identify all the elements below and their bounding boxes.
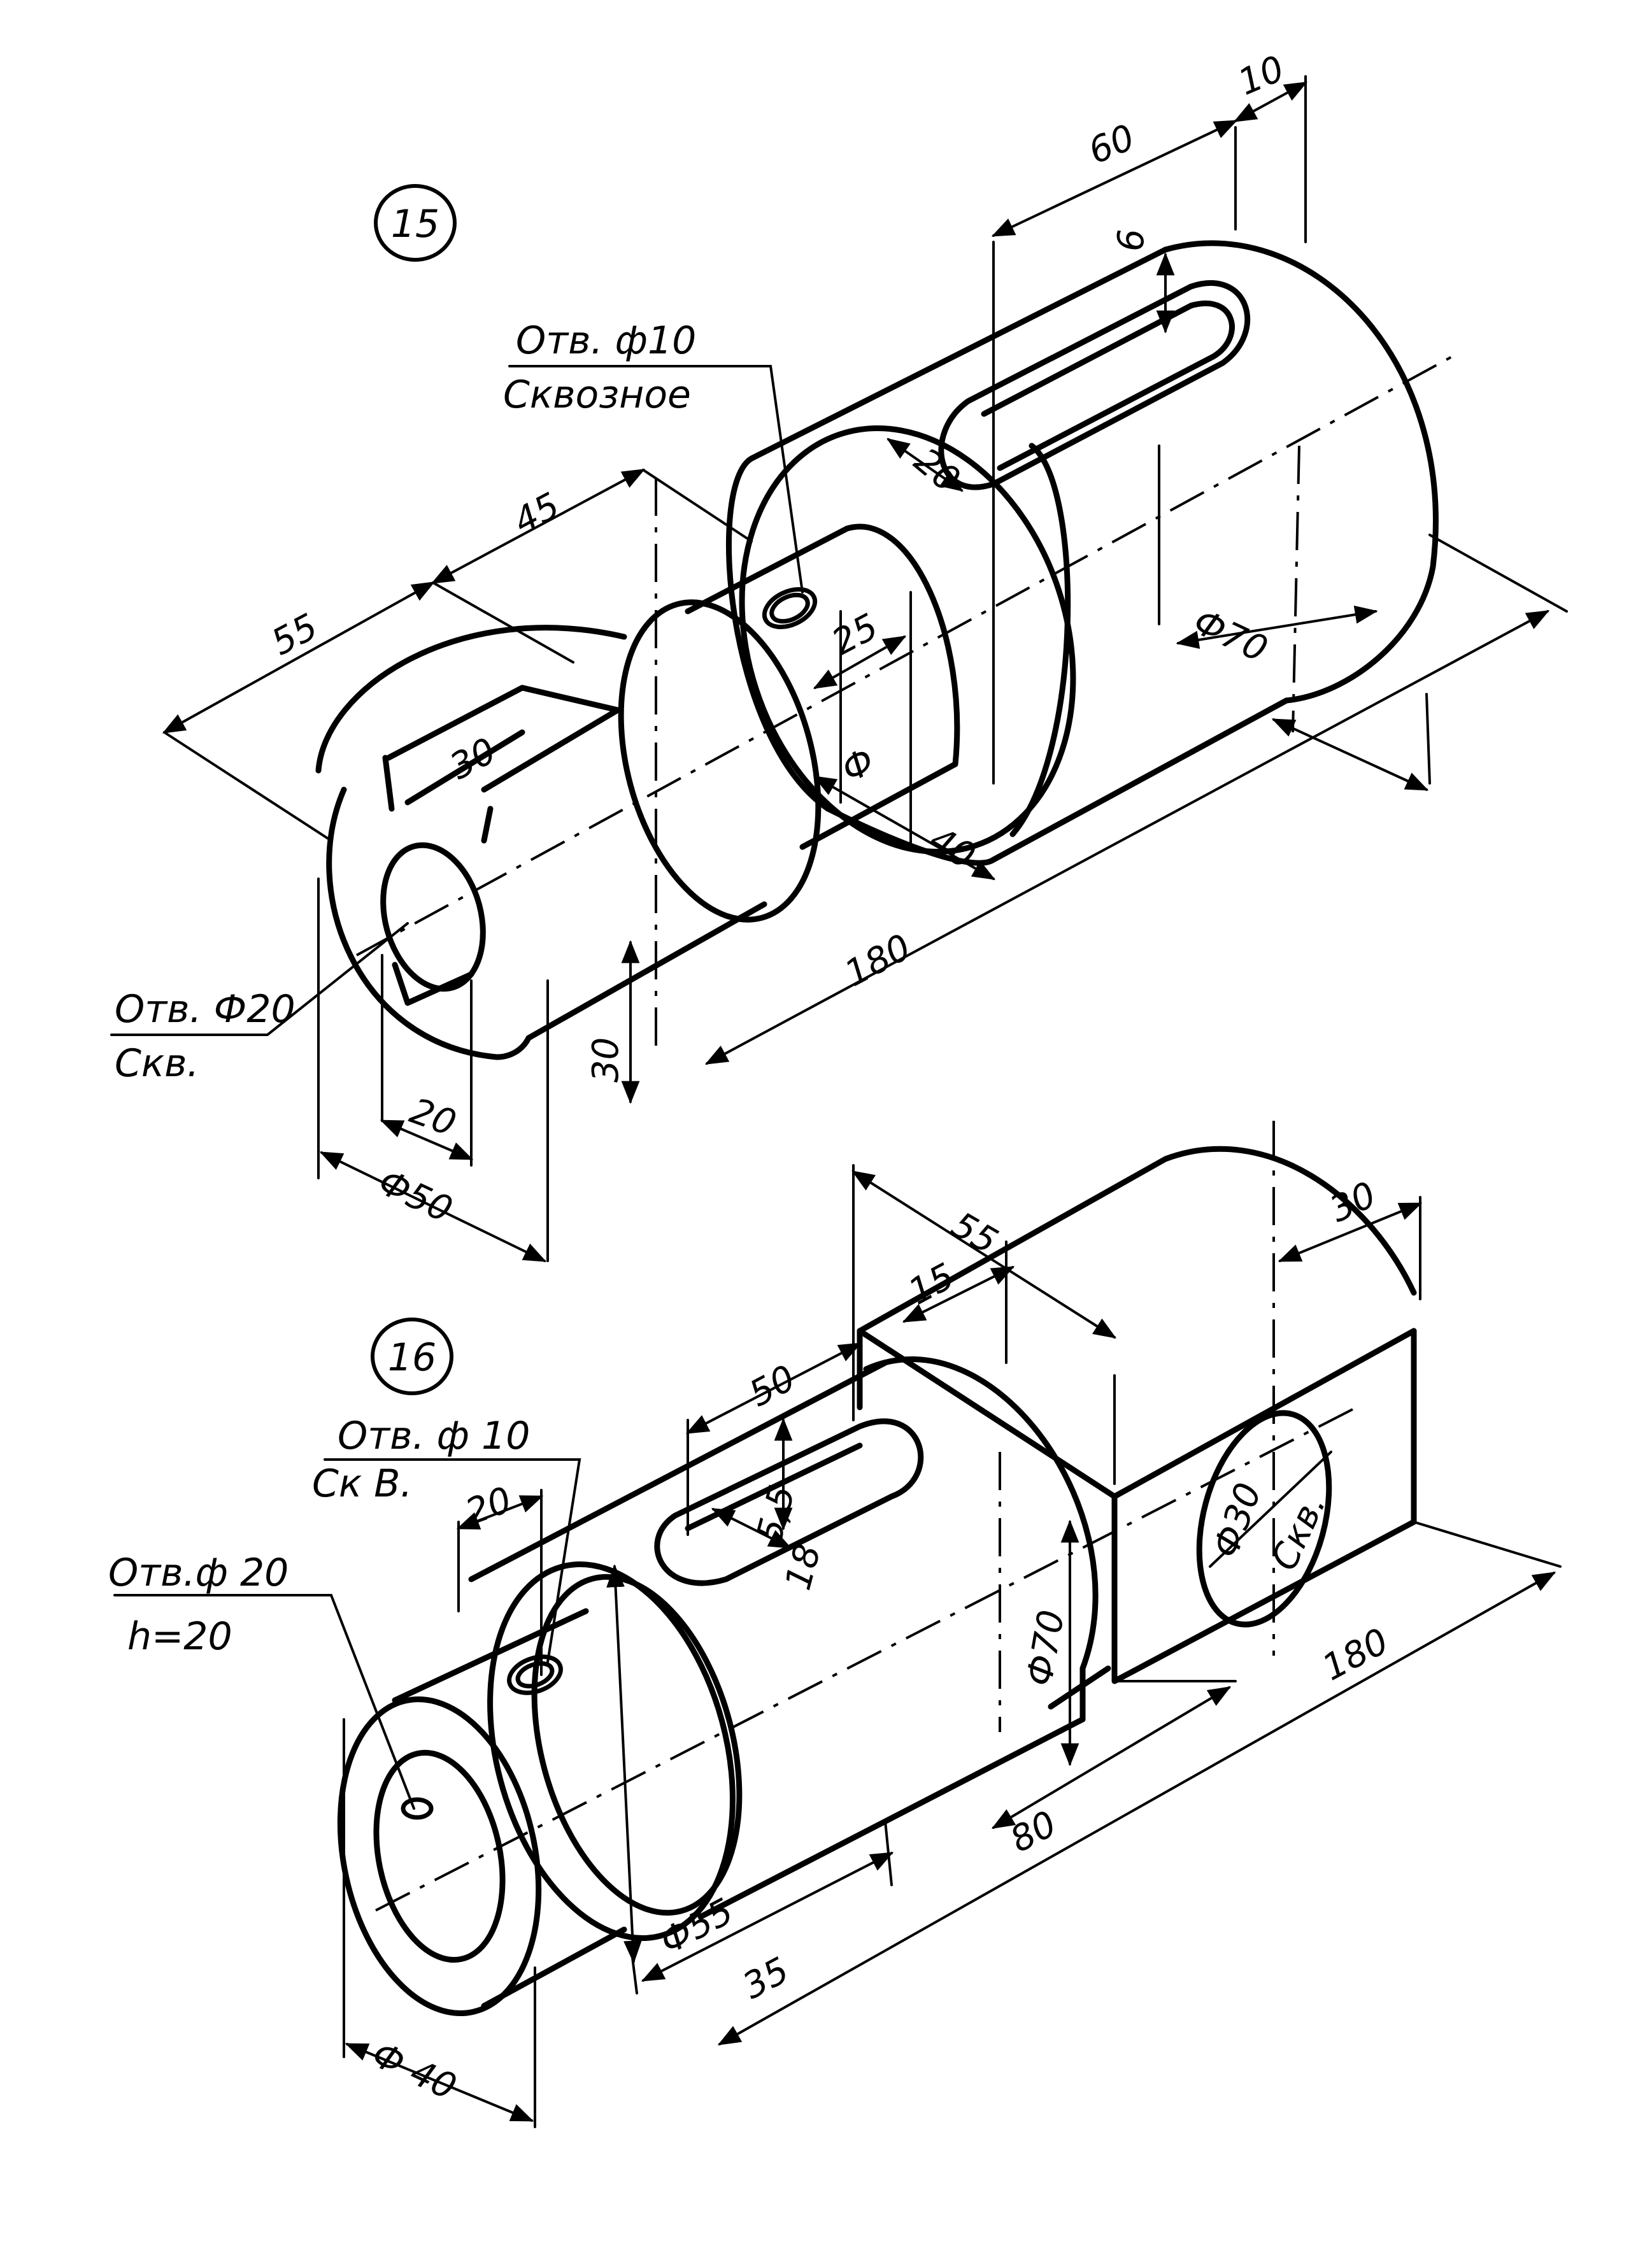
figure-16-dim-35: 35: [736, 1950, 795, 2008]
figure-15-dimensions: [110, 75, 1568, 1262]
figure-15-dim-180: 180: [838, 927, 918, 995]
figure-15-large-cylinder: [725, 240, 1439, 866]
figure-15-dim-6: 6: [1111, 229, 1152, 252]
figure-16-dim-80: 80: [1004, 1803, 1063, 1861]
figure-15-hole-note: Отв. ф10: [516, 318, 696, 363]
figure-15-bore-note: Отв. Ф20: [115, 987, 296, 1032]
figure-15-number-circle: [374, 184, 457, 262]
figure-15-flange: [739, 425, 1076, 855]
figure-15-dim-30: 30: [585, 1037, 627, 1083]
figure-15-dim-phi: Ф: [835, 740, 881, 791]
figure-15-dim-55: 55: [265, 606, 324, 664]
figure-16-hole-note-through: Ск В.: [312, 1461, 412, 1506]
figure-15-dim-30-slot: 30: [443, 730, 502, 788]
figure-16-hole-note: Отв. ф 10: [338, 1414, 530, 1458]
figure-15: 15: [110, 48, 1568, 1262]
figure-16-dim-70: Ф70: [1019, 1607, 1073, 1689]
figure-15-bore-note-through: Скв.: [115, 1041, 199, 1086]
figure-16-front-cylinder: [337, 1608, 627, 2017]
figure-15-cross-hole: [762, 586, 818, 630]
figure-15-dim-45: 45: [507, 485, 566, 543]
figure-16-dim-50: 50: [743, 1358, 802, 1416]
figure-16-bore-note: Отв.ф 20: [108, 1551, 288, 1595]
figure-15-front-cylinder: [315, 599, 822, 1060]
figure-15-dim-25: 25: [825, 606, 885, 664]
figure-16: 16: [108, 1121, 1562, 2128]
figure-15-dim-50: Ф50: [372, 1162, 459, 1231]
figure-16-cross-hole: [507, 1654, 563, 1695]
figure-15-dim-20-slot: 20: [906, 440, 967, 501]
figure-16-number-circle: [371, 1318, 453, 1395]
figure-15-hole-note-through: Сквозное: [503, 373, 691, 417]
figure-16-dim-40: Ф 40: [366, 2034, 462, 2108]
figure-16-dim-5-5: 5,5: [749, 1481, 804, 1547]
figure-15-axis: [356, 355, 1453, 956]
figure-16-rear-block: [857, 1146, 1417, 1710]
figure-16-bore-note-depth: h=20: [127, 1614, 232, 1659]
figure-15-number: 15: [391, 202, 439, 246]
figure-16-number: 16: [388, 1335, 436, 1380]
figure-16-dimensions: [113, 1164, 1562, 2128]
figure-15-dim-20: 20: [404, 1090, 461, 1144]
figure-16-axis: [375, 1406, 1357, 1912]
figure-15-dim-70: Ф70: [1187, 601, 1274, 671]
figure-15-keyway-slot: [938, 280, 1251, 490]
figure-15-dim-60: 60: [1083, 117, 1141, 173]
figure-16-dim-180: 180: [1316, 1621, 1395, 1689]
